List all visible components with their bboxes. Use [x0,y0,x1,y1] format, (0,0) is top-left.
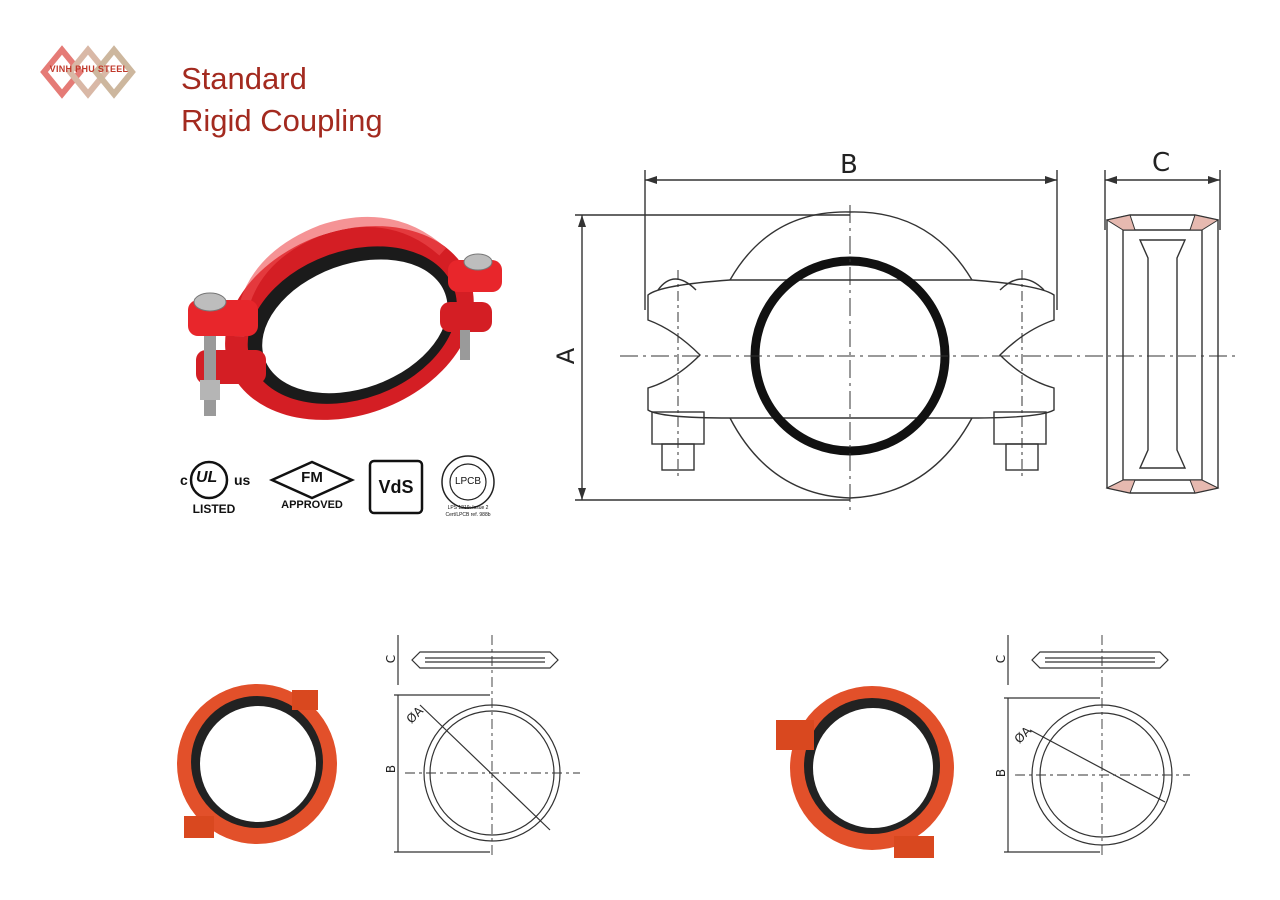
page-title: Standard Rigid Coupling [181,58,383,142]
vds-icon [368,459,424,515]
dim-a-label: A [552,347,581,365]
left-dim-b-label: B [384,764,399,774]
fm-mark: FM [301,469,323,486]
logo-mark-icon [40,45,136,99]
side-view-drawing [1085,170,1235,494]
ul-listed: LISTED [192,502,236,516]
fm-approved-icon [268,460,356,500]
title-line-1: Standard [181,61,307,96]
lpcb-icon [441,455,495,509]
drawing-right [1004,635,1190,855]
right-dim-b-label: B [994,768,1009,778]
fm-approved: APPROVED [281,499,343,511]
vds-mark: VdS [378,477,414,497]
lpcb-mark: LPCB [454,476,482,487]
dim-b-label: B [840,150,858,180]
ul-c: c [180,472,188,488]
ul-us: us [234,472,251,488]
coupling-photo [188,216,502,420]
brand-logo: VINH PHU STEEL [34,40,144,106]
lpcb-line-2: Cert/LPCB ref. 988b [445,512,491,518]
lpcb-line-1: LPS 1219: Issue 2 [447,505,489,511]
dim-c-label: C [1152,148,1171,178]
logo-text: VINH PHU STEEL [49,64,129,74]
coupling-photo-right [776,686,954,858]
coupling-photo-left [177,684,337,844]
title-line-2: Rigid Coupling [181,103,383,138]
ul-mark: UL [196,469,218,486]
right-dim-c-label: C [994,654,1009,664]
front-view-drawing [575,170,1080,510]
left-dim-c-label: C [384,654,399,664]
drawing-left [394,635,580,855]
ul-listed-icon [189,460,229,500]
